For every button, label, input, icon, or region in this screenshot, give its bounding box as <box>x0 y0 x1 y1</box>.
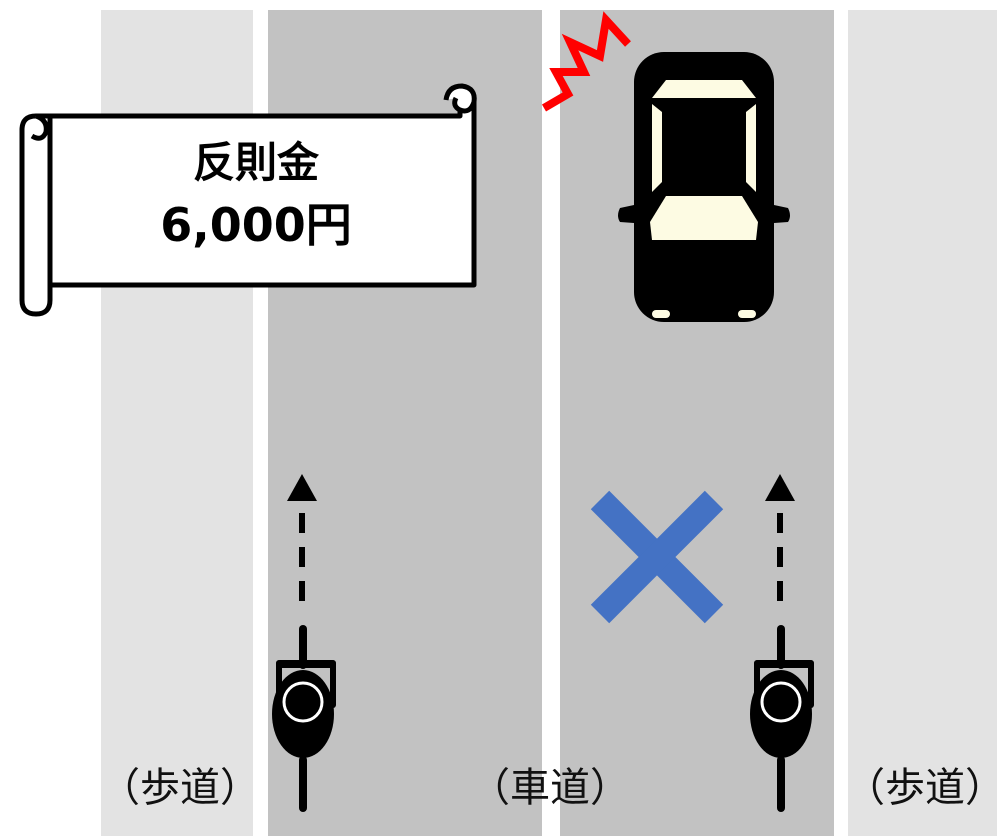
car-icon <box>618 52 790 322</box>
direction-arrow-icon <box>287 474 317 615</box>
sidewalk-left-label: （歩道） <box>100 765 260 811</box>
sidewalk-right-label: （歩道） <box>845 765 997 811</box>
fine-label: 反則金 <box>192 138 319 187</box>
cyclist-icon <box>272 625 336 812</box>
direction-arrow-icon <box>765 474 795 615</box>
fine-amount: 6,000円 <box>160 198 352 252</box>
cross-mark-icon <box>590 490 724 624</box>
sidewalk-right <box>848 10 997 836</box>
impact-mark-icon <box>541 11 631 112</box>
cyclist-icon <box>750 625 814 812</box>
scroll-icon <box>19 83 477 317</box>
roadway-label: （車道） <box>470 765 630 811</box>
